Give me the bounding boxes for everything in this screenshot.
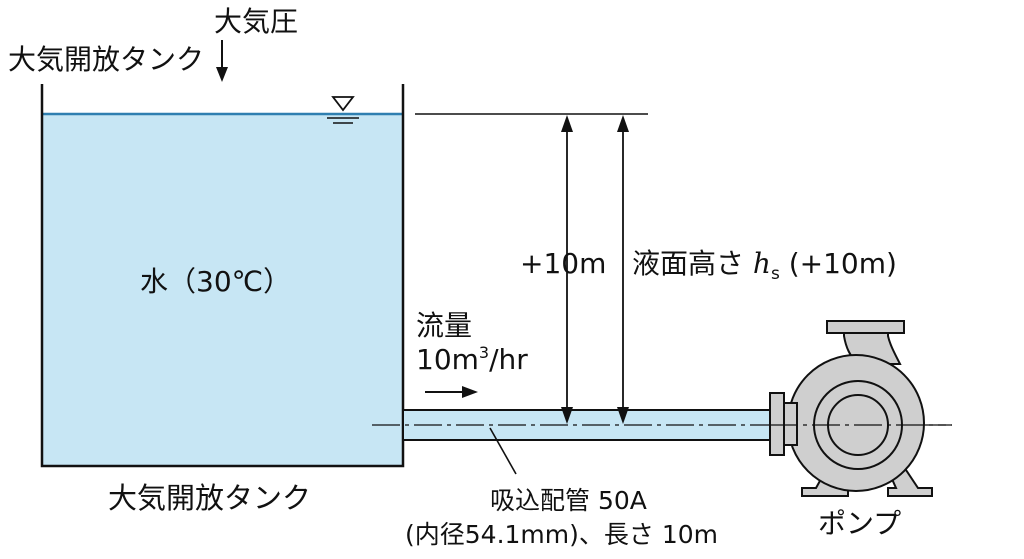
tank-top-label: 大気開放タンク — [8, 43, 205, 76]
height-dimension-arrow-icon — [561, 115, 573, 424]
tank-walls — [40, 84, 405, 468]
level-height-dimension-arrow-icon — [617, 115, 629, 424]
pipe-label-line1: 吸込配管 50A — [490, 486, 647, 515]
level-height-label: 液面高さ hs (+10m) — [632, 247, 897, 284]
atmospheric-pressure-arrow-icon — [216, 40, 228, 82]
pump-label: ポンプ — [818, 507, 902, 540]
tank-bottom-label: 大気開放タンク — [108, 481, 312, 515]
pump-icon — [769, 320, 933, 497]
water-level-icon — [327, 96, 359, 124]
flow-value: 10m3/hr — [416, 343, 528, 376]
flow-title: 流量 — [416, 309, 473, 342]
pipe-label-line2: (内径54.1mm)、長さ 10m — [405, 520, 718, 549]
height-label: +10m — [520, 247, 607, 280]
tank-water — [42, 114, 403, 466]
pipe-label-leader — [489, 427, 517, 475]
atmospheric-pressure-label: 大気圧 — [214, 5, 299, 38]
water-label: 水（30℃） — [140, 265, 292, 298]
flow-direction-arrow-icon — [425, 386, 478, 398]
